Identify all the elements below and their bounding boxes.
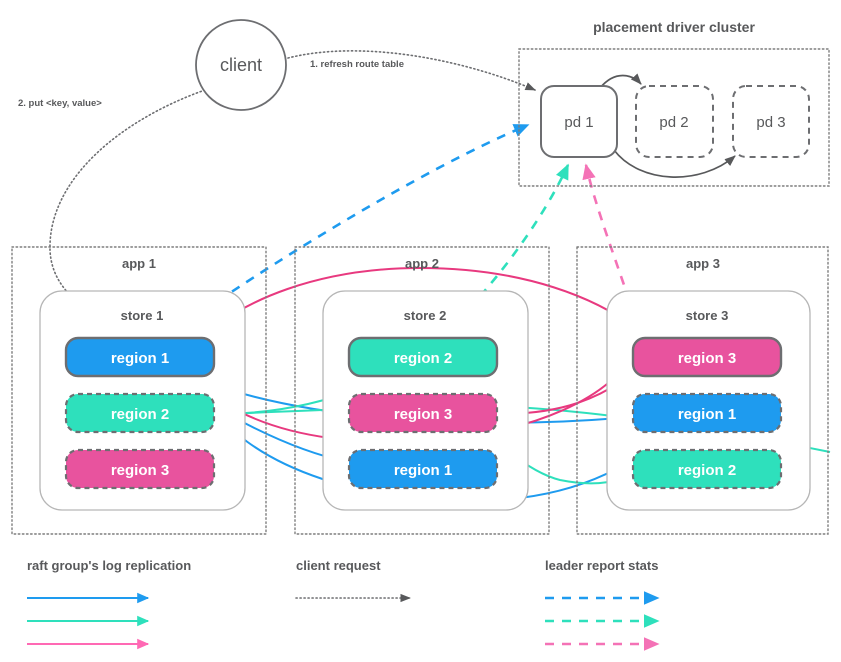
pd-node-3-label: pd 3	[756, 114, 785, 131]
store-1-title: store 1	[121, 308, 164, 323]
edge-report-blue-region1-to-pd1	[175, 123, 530, 332]
region-label: region 3	[394, 406, 452, 423]
pd-node-3[interactable]: pd 3	[732, 85, 810, 158]
region-box-app2-2[interactable]: region 1	[347, 448, 499, 490]
store-2-title: store 2	[404, 308, 447, 323]
pd-node-1-label: pd 1	[564, 114, 593, 131]
app-3-title: app 3	[686, 256, 720, 271]
client-label: client	[220, 55, 262, 75]
app-1-title: app 1	[122, 256, 156, 271]
region-label: region 2	[111, 406, 169, 423]
region-box-app1-1[interactable]: region 2	[64, 392, 216, 434]
step-2-label: 2. put <key, value>	[18, 98, 102, 109]
region-label: region 2	[394, 350, 452, 367]
edge-report-teal-region2-to-pd1	[444, 163, 570, 334]
pd-node-1[interactable]: pd 1	[540, 85, 618, 158]
region-label: region 1	[678, 406, 736, 423]
region-box-app2-1[interactable]: region 3	[347, 392, 499, 434]
app-3: app 3 store 3 region 3 region 1 region 2	[576, 246, 829, 535]
region-box-app3-2[interactable]: region 2	[631, 448, 783, 490]
region-box-app3-0[interactable]: region 3	[631, 336, 783, 378]
region-box-app2-0[interactable]: region 2	[347, 336, 499, 378]
edge-pd1-to-pd3	[613, 149, 736, 178]
region-box-app1-2[interactable]: region 3	[64, 448, 216, 490]
region-label: region 3	[111, 462, 169, 479]
app-2-title: app 2	[405, 256, 439, 271]
legend-title-stats: leader report stats	[545, 558, 658, 573]
edge-pd1-to-pd2	[599, 73, 642, 89]
region-label: region 3	[678, 350, 736, 367]
store-3-title: store 3	[686, 308, 729, 323]
edge-client-to-pd1	[287, 50, 536, 91]
pd-cluster: placement driver cluster pd 1 pd 2 pd 3	[518, 19, 830, 187]
client-node[interactable]: client	[195, 19, 287, 111]
edge-client-to-region1	[49, 89, 206, 337]
pd-cluster-title: placement driver cluster	[593, 19, 755, 35]
legend-title-raft: raft group's log replication	[27, 558, 191, 573]
region-label: region 1	[111, 350, 169, 367]
legend-title-client: client request	[296, 558, 381, 573]
app-2: app 2 store 2 region 2 region 3 region 1	[294, 246, 550, 535]
legend-group-raft: raft group's log replication	[27, 558, 191, 650]
pd-node-2-label: pd 2	[659, 114, 688, 131]
region-label: region 1	[394, 462, 452, 479]
region-box-app3-1[interactable]: region 1	[631, 392, 783, 434]
step-1-label: 1. refresh route table	[310, 59, 404, 70]
legend-group-client: client request	[295, 558, 411, 603]
region-box-app1-0[interactable]: region 1	[64, 336, 216, 378]
app-1: app 1 store 1 region 1 region 2 region 3	[11, 246, 267, 535]
legend: raft group's log replication client requ…	[27, 558, 660, 651]
legend-group-stats: leader report stats	[545, 558, 660, 651]
region-label: region 2	[678, 462, 736, 479]
pd-node-2[interactable]: pd 2	[635, 85, 714, 158]
